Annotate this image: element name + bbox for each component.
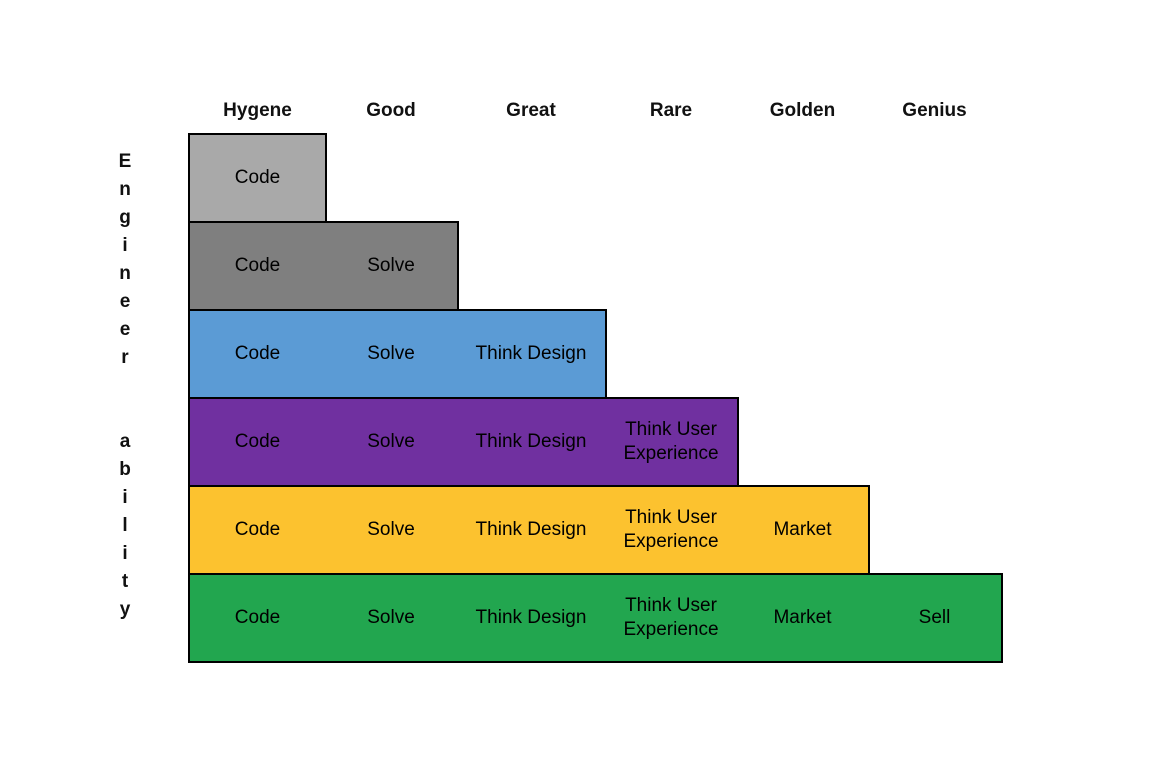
bar-cell: Think Design — [475, 607, 587, 629]
bar-cell: Think User Experience — [623, 595, 719, 640]
bar-cell: Market — [773, 519, 832, 541]
column-headers: Hygene Good Great Rare Golden Genius — [190, 99, 1001, 123]
bar-cell: Code — [234, 607, 281, 629]
bar-row-golden: Code Solve Think Design Think User Exper… — [188, 485, 870, 575]
column-header-great: Great — [506, 100, 556, 121]
bar-cell: Think Design — [475, 343, 587, 365]
bar-row-hygene: Code — [188, 133, 327, 223]
bar-cell: Code — [234, 431, 281, 453]
bar-cell: Think User Experience — [623, 507, 719, 552]
column-header-golden: Golden — [769, 100, 836, 121]
column-header-genius: Genius — [902, 100, 967, 121]
bar-cell: Think Design — [475, 519, 587, 541]
bar-cell: Think Design — [475, 431, 587, 453]
y-axis-label-engineer-ability: E n g i n e e r a b i l i t y — [118, 151, 132, 620]
column-header-rare: Rare — [649, 100, 693, 121]
bar-cell: Code — [234, 167, 281, 189]
bar-cell: Solve — [367, 519, 415, 541]
bar-cell: Solve — [367, 607, 415, 629]
bar-cell: Think User Experience — [623, 419, 719, 464]
bar-row-good: Code Solve — [188, 221, 459, 311]
bar-cell: Code — [234, 255, 281, 277]
bar-cell: Code — [234, 343, 281, 365]
bar-cell: Sell — [918, 607, 951, 629]
column-header-good: Good — [366, 100, 416, 121]
bar-cell: Solve — [367, 255, 415, 277]
bar-cell: Solve — [367, 431, 415, 453]
bar-row-great: Code Solve Think Design — [188, 309, 607, 399]
bar-cell: Market — [773, 607, 832, 629]
bar-cell: Code — [234, 519, 281, 541]
bar-row-genius: Code Solve Think Design Think User Exper… — [188, 573, 1003, 663]
bar-row-rare: Code Solve Think Design Think User Exper… — [188, 397, 739, 487]
bar-cell: Solve — [367, 343, 415, 365]
column-header-hygene: Hygene — [223, 100, 292, 121]
